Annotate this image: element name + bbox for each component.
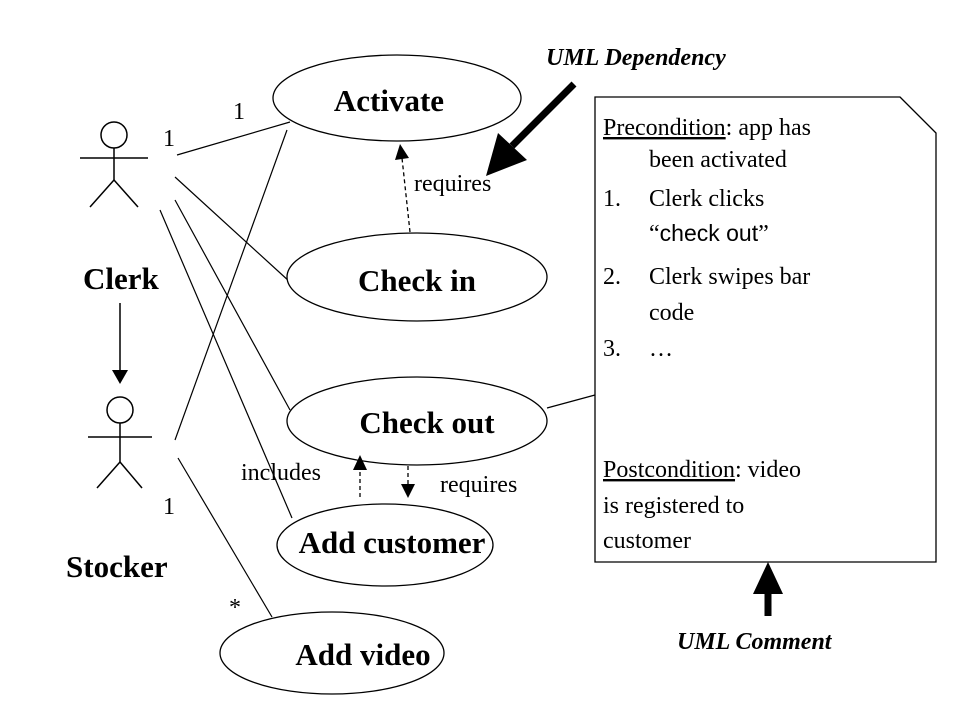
label-check-out: Check out xyxy=(359,405,495,440)
assoc-clerk-addcustomer xyxy=(159,209,293,519)
note-step1-mono: check out xyxy=(660,220,759,246)
note-box xyxy=(594,96,937,563)
note-step1-num: 1. xyxy=(603,186,621,212)
assoc-stocker-addvideo xyxy=(177,457,273,618)
mult-activate: 1 xyxy=(233,99,245,125)
label-check-in: Check in xyxy=(358,263,476,298)
label-activate: Activate xyxy=(334,83,444,118)
generalization-arrow xyxy=(112,303,128,384)
assoc-clerk-activate xyxy=(176,121,291,156)
actor-labels: Clerk Stocker xyxy=(66,261,168,584)
assoc-stocker-activate xyxy=(174,129,288,441)
mult-stocker: 1 xyxy=(163,494,175,520)
note-postcondition-line2: is registered to xyxy=(603,493,744,519)
usecase-check-out xyxy=(286,376,548,466)
assoc-clerk-checkin xyxy=(174,176,291,283)
clerk-actor xyxy=(80,121,148,208)
uml-dependency-arrow xyxy=(486,81,577,176)
relation-labels: requires includes requires xyxy=(241,171,517,498)
assoc-clerk-checkout xyxy=(174,199,291,411)
callout-labels: UML Dependency UML Comment xyxy=(546,45,833,655)
stocker-head xyxy=(106,396,134,424)
uml-note xyxy=(594,96,937,563)
note-step2-line1: Clerk swipes bar xyxy=(649,264,810,290)
note-postcondition-label: Postcondition xyxy=(603,457,735,483)
stocker-actor xyxy=(88,396,152,489)
dep-checkin-activate xyxy=(401,157,411,233)
label-requires-top: requires xyxy=(414,171,491,197)
usecase-check-in xyxy=(286,232,548,322)
note-precondition-line: Precondition: app has xyxy=(603,115,811,141)
actor-label-stocker: Stocker xyxy=(66,549,168,584)
mult-clerk: 1 xyxy=(163,126,175,152)
usecase-activate xyxy=(272,54,522,142)
note-step1-line1: Clerk clicks xyxy=(649,186,764,212)
use-case-labels: Activate Check in Check out Add customer… xyxy=(295,83,495,672)
note-postcondition-text: : video xyxy=(735,457,801,483)
label-add-customer: Add customer xyxy=(299,525,486,560)
use-case-ellipses xyxy=(219,54,548,695)
association-lines xyxy=(159,121,596,618)
note-postcondition-line3: customer xyxy=(603,528,691,554)
note-step2-line2: code xyxy=(649,300,694,326)
label-includes: includes xyxy=(241,460,321,486)
note-text: Precondition: app has been activated 1. … xyxy=(603,115,811,554)
note-step1-line2: “check out” xyxy=(649,220,769,247)
callout-uml-comment: UML Comment xyxy=(677,629,833,655)
label-requires-bottom: requires xyxy=(440,472,517,498)
dependency-arrows xyxy=(353,144,415,498)
uml-comment-arrow xyxy=(753,562,783,616)
note-precondition-cont: been activated xyxy=(649,147,787,173)
usecase-add-video xyxy=(219,611,445,695)
multiplicities: 1 1 1 * xyxy=(163,99,245,621)
label-add-video: Add video xyxy=(295,637,430,672)
note-step2-num: 2. xyxy=(603,264,621,290)
callout-uml-dependency: UML Dependency xyxy=(546,45,726,71)
note-step3-num: 3. xyxy=(603,336,621,362)
note-postcondition-line: Postcondition: video xyxy=(603,457,801,483)
note-step3-line1: … xyxy=(649,336,673,362)
usecase-add-customer xyxy=(276,503,494,587)
note-anchor-line xyxy=(546,394,596,409)
note-precondition-text: : app has xyxy=(726,115,811,141)
mult-star: * xyxy=(229,595,241,621)
clerk-head xyxy=(100,121,128,149)
note-precondition-label: Precondition xyxy=(603,115,726,141)
actor-label-clerk: Clerk xyxy=(83,261,160,296)
